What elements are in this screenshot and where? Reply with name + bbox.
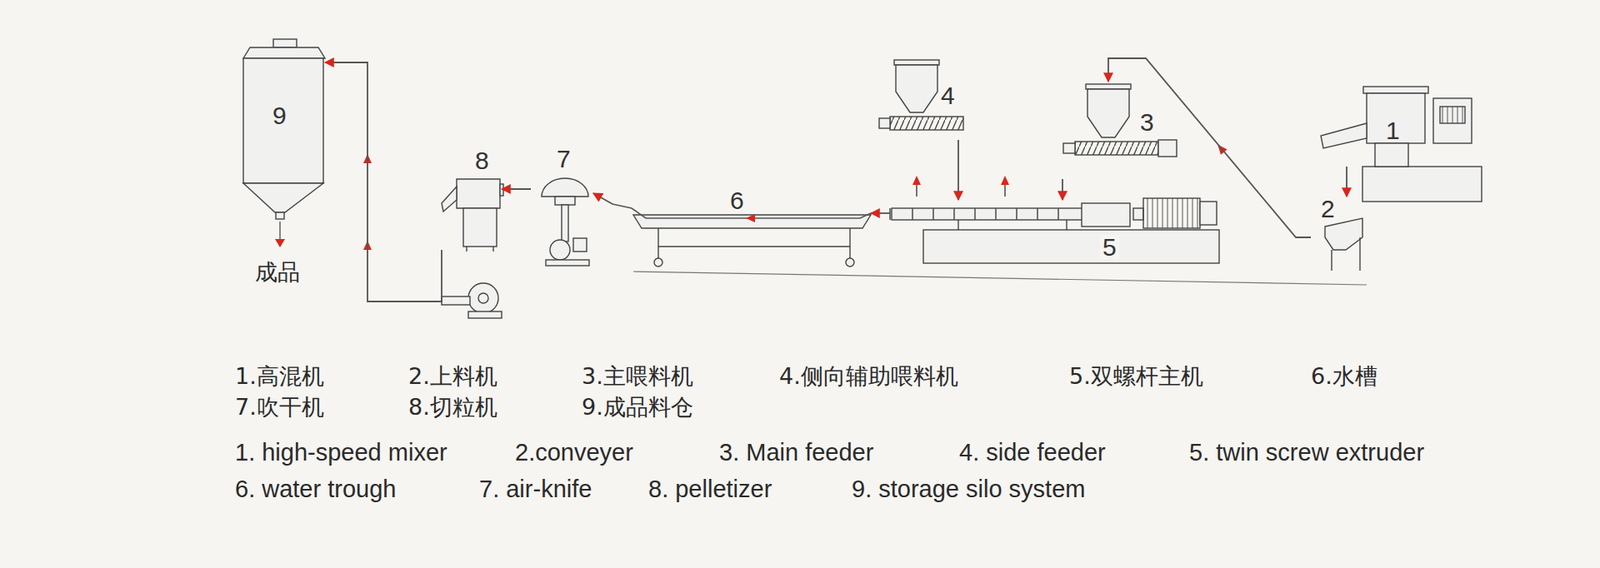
legend-item: 3. Main feeder	[719, 440, 874, 467]
legend-item: 9.成品料仓	[581, 395, 694, 420]
material-flow-arrow	[593, 193, 613, 205]
air-knife: 7	[530, 146, 594, 269]
legend-item: 6. water trough	[235, 476, 396, 504]
product-label: 成品	[255, 260, 300, 285]
legend-item: 3.主喂料机	[581, 364, 694, 390]
legend-item: 1. high-speed mixer	[235, 440, 448, 467]
extruder: 5	[890, 200, 1225, 269]
mixer: 1	[1310, 83, 1484, 167]
material-flow-arrow	[957, 140, 960, 200]
legend-item: 6.水槽	[1310, 364, 1378, 390]
main-feeder: 3	[1051, 81, 1184, 180]
material-flow-arrow	[501, 188, 531, 190]
callout-number: 7	[556, 146, 571, 172]
callout-number: 2	[1320, 196, 1335, 222]
legend-item: 4. side feeder	[959, 440, 1106, 467]
conveyer: 2	[1310, 196, 1367, 271]
callout-number: 8	[475, 148, 490, 174]
legend-item: 5.双螺杆主机	[1069, 364, 1204, 390]
legend-item: 1.高混机	[235, 364, 325, 390]
callout-number: 4	[940, 83, 955, 109]
callout-number: 1	[1385, 118, 1400, 144]
legend-item: 2.conveyer	[515, 440, 634, 467]
legend-item: 8. pelletizer	[648, 476, 772, 504]
legend-item: 2.上料机	[408, 364, 498, 390]
material-flow-arrow	[1108, 58, 1311, 238]
legend-item: 9. storage silo system	[851, 476, 1085, 504]
callout-number: 3	[1140, 110, 1155, 135]
legend-item: 7. air-knife	[479, 476, 592, 504]
legend-item: 8.切粒机	[408, 395, 498, 420]
pelletizer: 8	[429, 148, 502, 250]
callout-number: 9	[272, 103, 287, 129]
callout-number: 6	[730, 188, 745, 214]
callout-number: 5	[1100, 235, 1120, 260]
side-feeder: 4	[877, 58, 971, 140]
water-trough: 6	[612, 187, 871, 269]
material-flow-arrow	[1345, 166, 1348, 197]
material-flow-arrow	[870, 212, 890, 215]
storage-silo: 9	[240, 39, 325, 219]
legend-item: 7.吹干机	[235, 395, 325, 420]
legend-item: 5. twin screw extruder	[1189, 440, 1425, 467]
material-flow-arrow	[325, 62, 442, 302]
legend-item: 4.侧向辅助喂料机	[779, 364, 959, 390]
material-flow-arrow	[1061, 179, 1064, 200]
